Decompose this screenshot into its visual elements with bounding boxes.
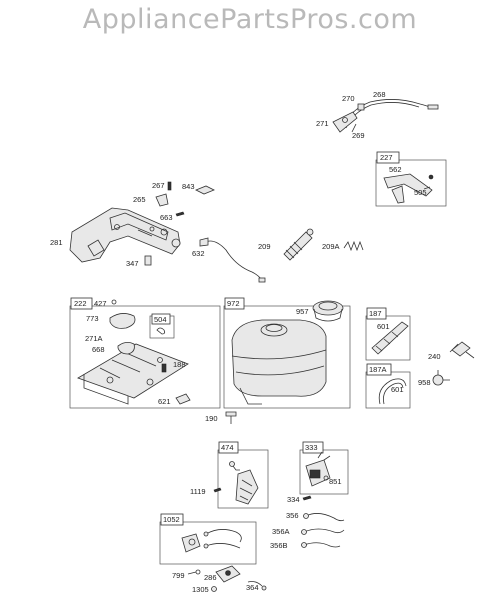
- solenoid-286: [215, 565, 241, 583]
- part-label-632: 632: [192, 249, 205, 258]
- shutoff-valve-958: [432, 370, 450, 386]
- part-label-286: 286: [204, 573, 217, 582]
- spring-209A: [343, 240, 364, 252]
- part-label-505: 505: [414, 188, 427, 197]
- part-label-270: 270: [342, 94, 355, 103]
- screw-1119: [213, 487, 222, 493]
- control-bracket-222: [77, 299, 191, 405]
- group-tag-227: [376, 151, 400, 164]
- group-label-222: 222: [74, 299, 87, 308]
- part-label-773: 773: [86, 314, 99, 323]
- group-box-187: [365, 315, 411, 361]
- part-label-271: 271: [316, 119, 329, 128]
- group-tag-187A: [366, 363, 392, 376]
- part-label-957: 957: [296, 307, 309, 316]
- part-label-668: 668: [92, 345, 105, 354]
- part-label-356A: 356A: [272, 527, 290, 536]
- group-box-972: [223, 305, 351, 409]
- group-label-972: 972: [227, 299, 240, 308]
- group-tag-1052: [160, 513, 184, 526]
- group-tag-972: [224, 297, 245, 310]
- group-label-333: 333: [305, 443, 318, 452]
- group-tag-222: [70, 297, 93, 310]
- wire-356A: [301, 528, 345, 535]
- part-label-209: 209: [258, 242, 271, 251]
- part-label-601-a: 601: [377, 322, 390, 331]
- group-label-187A: 187A: [369, 365, 387, 374]
- terminal-799: [187, 569, 201, 575]
- screw-334: [302, 495, 312, 501]
- part-label-843: 843: [182, 182, 195, 191]
- part-label-267: 267: [152, 181, 165, 190]
- group-box-227: [375, 159, 447, 207]
- part-label-268: 268: [373, 90, 386, 99]
- group-label-187: 187: [369, 309, 382, 318]
- fuel-cap-957: [312, 300, 344, 322]
- part-label-271A: 271A: [85, 334, 103, 343]
- part-label-601-b: 601: [391, 385, 404, 394]
- part-label-1305: 1305: [192, 585, 209, 594]
- part-label-209A: 209A: [322, 242, 340, 251]
- bracket-227: [383, 173, 434, 204]
- fuel-filter-240: [449, 341, 475, 359]
- group-label-504: 504: [154, 315, 167, 324]
- wire-356: [303, 513, 345, 522]
- fuel-tank-972: [231, 319, 327, 405]
- part-label-265: 265: [133, 195, 146, 204]
- group-label-474: 474: [221, 443, 234, 452]
- part-label-269: 269: [352, 131, 365, 140]
- part-label-347: 347: [126, 259, 139, 268]
- part-label-281: 281: [50, 238, 63, 247]
- wire-356B: [301, 542, 341, 548]
- harness-1052: [181, 529, 242, 553]
- group-tag-504: [151, 313, 171, 325]
- part-label-334: 334: [287, 495, 300, 504]
- part-label-621: 621: [158, 397, 171, 406]
- part-label-1119: 1119: [190, 487, 206, 496]
- screw-190: [225, 411, 237, 424]
- watermark: AppliancePartsPros.com: [82, 4, 418, 35]
- part-label-240: 240: [428, 352, 441, 361]
- group-box-474: [217, 449, 269, 509]
- part-label-799: 799: [172, 571, 185, 580]
- group-label-227: 227: [380, 153, 393, 162]
- fuel-line-187A: [378, 378, 407, 405]
- part-label-188: 188: [173, 360, 186, 369]
- part-label-851: 851: [329, 477, 342, 486]
- part-label-663: 663: [160, 213, 173, 222]
- group-tag-187: [366, 307, 387, 320]
- part-label-356: 356: [286, 511, 299, 520]
- part-label-356B: 356B: [270, 541, 288, 550]
- part-label-364: 364: [246, 583, 259, 592]
- part-label-562: 562: [389, 165, 402, 174]
- group-box-222: [69, 305, 221, 409]
- part-label-427: 427: [94, 299, 107, 308]
- armature-333: [305, 451, 331, 487]
- group-box-1052: [159, 521, 257, 565]
- spark-plug-209: [283, 228, 314, 261]
- group-tag-474: [218, 441, 239, 454]
- nut-1305: [211, 586, 217, 592]
- fuel-line-187: [371, 321, 409, 355]
- group-tag-333: [302, 441, 324, 454]
- ground-wire-632: [199, 237, 266, 283]
- group-box-333: [299, 449, 349, 495]
- part-label-190: 190: [205, 414, 218, 423]
- throttle-cable-assembly: [332, 99, 439, 133]
- switch-364: [247, 581, 267, 591]
- small-parts-upper: [144, 181, 215, 266]
- group-label-1052: 1052: [163, 515, 180, 524]
- engine-bracket-281: [69, 207, 181, 263]
- wire-harness-474: [229, 461, 259, 505]
- part-label-958: 958: [418, 378, 431, 387]
